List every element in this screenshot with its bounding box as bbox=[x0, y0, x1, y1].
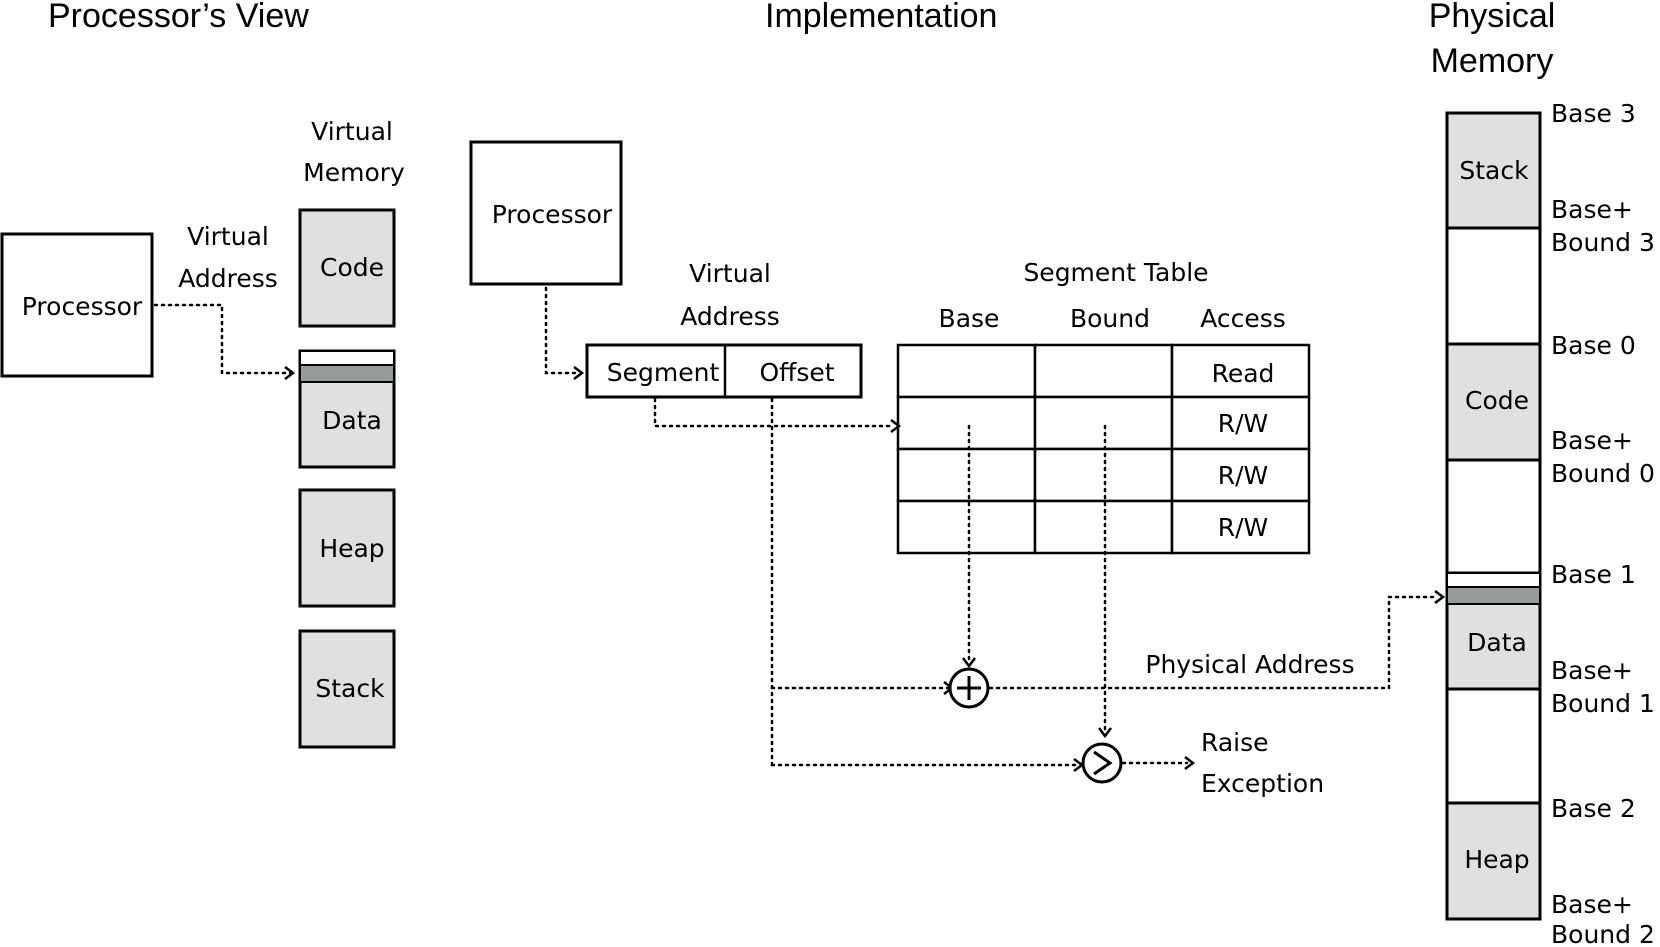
vm-stack-label: Stack bbox=[315, 674, 385, 703]
processors-view: Processor Virtual Address Virtual Memory… bbox=[0, 117, 405, 749]
segment-field: Segment bbox=[607, 358, 720, 387]
segment-table-access-2: R/W bbox=[1218, 461, 1269, 490]
offset-field: Offset bbox=[759, 358, 834, 387]
segment-index-arrowhead bbox=[890, 419, 902, 433]
segment-table-access-1: R/W bbox=[1218, 409, 1269, 438]
virtual-address-label-impl-line1: Virtual bbox=[689, 259, 771, 288]
segment-table-cell bbox=[1170, 343, 1311, 399]
segment-table-cell bbox=[1170, 395, 1311, 451]
segment-table-cell bbox=[1170, 447, 1311, 503]
processor-label-impl: Processor bbox=[492, 200, 613, 229]
pm-heap-label: Heap bbox=[1464, 845, 1529, 874]
segment-table-row bbox=[896, 395, 1037, 451]
vm-data-label: Data bbox=[322, 406, 382, 435]
exception-arrowhead bbox=[1184, 756, 1196, 770]
pm-data-top-band bbox=[1446, 572, 1541, 588]
virtual-memory-label-line1: Virtual bbox=[311, 117, 393, 146]
processor-to-va-arrow bbox=[544, 286, 578, 375]
vm-code-segment bbox=[298, 208, 396, 328]
physical-memory: Stack Code Data Heap Base 3 Base+ Bound … bbox=[1445, 99, 1655, 947]
segment-table-col-base: Base bbox=[939, 304, 1000, 333]
marker-base1: Base 1 bbox=[1551, 560, 1636, 589]
processor-box-impl bbox=[469, 140, 623, 286]
vm-stack-segment bbox=[298, 629, 396, 749]
virtual-address-label-impl-line2: Address bbox=[680, 302, 780, 331]
header-processors-view: Processor’s View bbox=[48, 0, 309, 35]
pm-data-label: Data bbox=[1467, 628, 1527, 657]
virtual-address-label-left-line1: Virtual bbox=[187, 222, 269, 251]
comparator-icon bbox=[1081, 742, 1123, 784]
segment-table-title: Segment Table bbox=[1023, 258, 1208, 287]
processor-label-left: Processor bbox=[22, 292, 143, 321]
pm-stack-segment bbox=[1445, 111, 1542, 230]
virtual-address-arrow-left bbox=[153, 303, 294, 375]
raise-exception-label-line2: Exception bbox=[1201, 769, 1324, 798]
processor-to-va-arrowhead bbox=[573, 366, 585, 380]
vm-data-top-band bbox=[299, 350, 395, 366]
physical-memory-column bbox=[1445, 111, 1542, 921]
vm-heap-label: Heap bbox=[319, 534, 384, 563]
virtual-address-label-left-line2: Address bbox=[178, 264, 278, 293]
segment-table: Read R/W R/W R/W bbox=[896, 343, 1311, 555]
segment-table-cell bbox=[1033, 395, 1174, 451]
marker-base3: Base 3 bbox=[1551, 99, 1636, 128]
segment-table-row bbox=[896, 499, 1037, 555]
base-to-adder-arrowhead bbox=[962, 657, 976, 669]
marker-bound3-line2: Bound 3 bbox=[1551, 228, 1655, 257]
segment-table-cell bbox=[1170, 499, 1311, 555]
marker-bound2-line2: Bound 2 bbox=[1551, 920, 1655, 947]
segment-table-col-access: Access bbox=[1200, 304, 1286, 333]
segment-table-cell bbox=[1033, 499, 1174, 555]
pm-data-highlight-stripe bbox=[1446, 586, 1541, 605]
pm-stack-label: Stack bbox=[1459, 156, 1529, 185]
vm-data-highlight-stripe bbox=[299, 364, 395, 383]
bound-to-comparator-arrowhead bbox=[1098, 727, 1112, 739]
segment-table-access-3: R/W bbox=[1218, 513, 1269, 542]
marker-bound0-line2: Bound 0 bbox=[1551, 459, 1655, 488]
segment-table-cell bbox=[1033, 447, 1174, 503]
segment-index-arrow bbox=[653, 397, 895, 428]
marker-bound1-line1: Base+ bbox=[1551, 656, 1633, 685]
pm-heap-segment bbox=[1445, 801, 1542, 921]
greater-than-sign bbox=[1093, 750, 1113, 776]
vm-code-label: Code bbox=[320, 253, 384, 282]
segment-table-row bbox=[896, 343, 1037, 399]
vm-heap-segment bbox=[298, 488, 396, 608]
marker-base2: Base 2 bbox=[1551, 794, 1636, 823]
marker-base0: Base 0 bbox=[1551, 331, 1636, 360]
pm-code-label: Code bbox=[1465, 386, 1529, 415]
raise-exception-label-line1: Raise bbox=[1201, 728, 1269, 757]
virtual-address-arrowhead-left bbox=[284, 366, 296, 380]
physical-address-arrowhead bbox=[1434, 590, 1446, 604]
segment-table-row bbox=[896, 447, 1037, 503]
processor-box-left bbox=[0, 232, 154, 378]
segment-table-col-bound: Bound bbox=[1070, 304, 1150, 333]
segment-table-cell bbox=[1033, 343, 1174, 399]
implementation: Processor Virtual Address Segment Offset… bbox=[469, 140, 1446, 798]
header-physical-memory-line1: Physical bbox=[1429, 0, 1556, 35]
header-implementation: Implementation bbox=[765, 0, 997, 35]
marker-bound2-line1: Base+ bbox=[1551, 890, 1633, 919]
marker-bound1-line2: Bound 1 bbox=[1551, 689, 1655, 718]
plus-sign bbox=[957, 676, 981, 700]
segment-table-access-0: Read bbox=[1212, 359, 1275, 388]
physical-address-arrow bbox=[988, 595, 1439, 690]
pm-code-segment bbox=[1445, 342, 1542, 462]
physical-address-label: Physical Address bbox=[1145, 650, 1354, 679]
marker-bound3-line1: Base+ bbox=[1551, 195, 1633, 224]
virtual-memory-label-line2: Memory bbox=[303, 158, 405, 187]
marker-bound0-line1: Base+ bbox=[1551, 426, 1633, 455]
header-physical-memory-line2: Memory bbox=[1431, 42, 1554, 80]
